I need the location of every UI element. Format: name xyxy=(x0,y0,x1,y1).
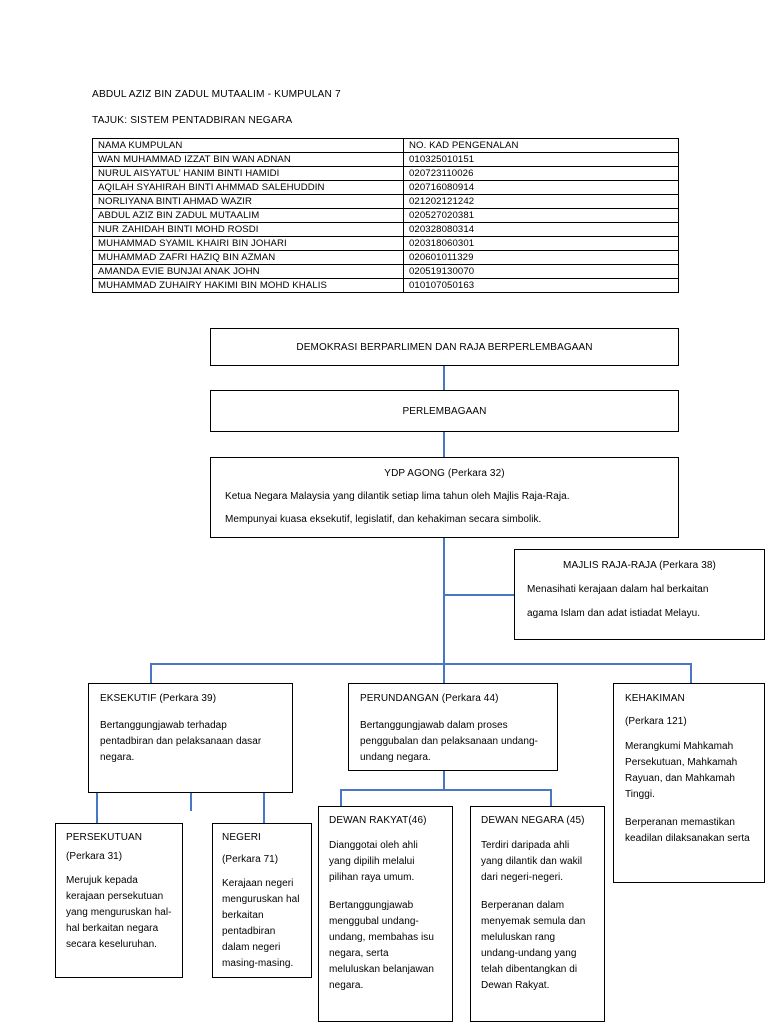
node-ydp-agong: YDP AGONG (Perkara 32) Ketua Negara Mala… xyxy=(210,457,679,538)
member-ic: 010325010151 xyxy=(403,152,679,167)
member-name: ABDUL AZIZ BIN ZADUL MUTAALIM xyxy=(92,208,404,223)
node-dewan-negara: DEWAN NEGARA (45) Terdiri daripada ahli … xyxy=(470,806,605,1022)
connector-eksekutif-down xyxy=(190,793,192,811)
node-perlembagaan: PERLEMBAGAAN xyxy=(210,390,679,432)
member-name: WAN MUHAMMAD IZZAT BIN WAN ADNAN xyxy=(92,152,404,167)
table-row: WAN MUHAMMAD IZZAT BIN WAN ADNAN 0103250… xyxy=(92,152,679,167)
node-eksekutif-body: Bertanggungjawab terhadap pentadbiran da… xyxy=(100,720,262,763)
connector-bus-to-negeri xyxy=(263,791,265,823)
node-eksekutif-title: EKSEKUTIF (Perkara 39) xyxy=(100,693,217,704)
connector-perundangan-bus xyxy=(340,789,551,791)
node-persekutuan-title: PERSEKUTUAN xyxy=(66,832,143,843)
table-header-name: NAMA KUMPULAN xyxy=(92,138,404,153)
table-row: NORLIYANA BINTI AHMAD WAZIR 021202121242 xyxy=(92,194,679,209)
node-ydp-agong-line2: Mempunyai kuasa eksekutif, legislatif, d… xyxy=(225,514,542,525)
table-row: MUHAMMAD SYAMIL KHAIRI BIN JOHARI 020318… xyxy=(92,236,679,251)
member-ic: 020328080314 xyxy=(403,222,679,237)
node-kehakiman-title: KEHAKIMAN xyxy=(625,693,685,704)
connector-bus-to-perundangan xyxy=(443,663,445,683)
connector-branch-bus xyxy=(150,663,691,665)
node-dewan-negara-title: DEWAN NEGARA (45) xyxy=(481,815,585,826)
member-ic: 020601011329 xyxy=(403,250,679,265)
connector-bus-to-kehakiman xyxy=(690,663,692,683)
member-name: AMANDA EVIE BUNJAI ANAK JOHN xyxy=(92,264,404,279)
node-dewan-rakyat-body2: Bertanggungjawab menggubal undang-undang… xyxy=(329,900,435,991)
node-dewan-rakyat-body1: Dianggotai oleh ahli yang dipilih melalu… xyxy=(329,840,418,883)
member-ic: 020723110026 xyxy=(403,166,679,181)
table-header-row: NAMA KUMPULAN NO. KAD PENGENALAN xyxy=(92,138,679,153)
node-persekutuan-body: Merujuk kepada kerajaan persekutuan yang… xyxy=(66,875,172,950)
node-majlis-raja-raja: MAJLIS RAJA-RAJA (Perkara 38) Menasihati… xyxy=(514,549,765,640)
member-ic: 020716080914 xyxy=(403,180,679,195)
author-heading: ABDUL AZIZ BIN ZADUL MUTAALIM - KUMPULAN… xyxy=(92,89,341,100)
table-row: ABDUL AZIZ BIN ZADUL MUTAALIM 0205270203… xyxy=(92,208,679,223)
member-ic: 020519130070 xyxy=(403,264,679,279)
node-eksekutif: EKSEKUTIF (Perkara 39) Bertanggungjawab … xyxy=(88,683,293,793)
members-table: NAMA KUMPULAN NO. KAD PENGENALAN WAN MUH… xyxy=(92,138,679,293)
node-dewan-negara-body1: Terdiri daripada ahli yang dilantik dan … xyxy=(481,840,583,883)
node-dewan-rakyat-title: DEWAN RAKYAT(46) xyxy=(329,815,427,826)
node-negeri-body: Kerajaan negeri menguruskan hal berkaita… xyxy=(222,878,300,969)
node-ydp-agong-line1: Ketua Negara Malaysia yang dilantik seti… xyxy=(225,491,570,502)
connector-ydpagong-down xyxy=(443,538,445,663)
node-perlembagaan-title: PERLEMBAGAAN xyxy=(402,405,487,417)
node-kehakiman-body1: Merangkumi Mahkamah Persekutuan, Mahkama… xyxy=(625,741,738,800)
node-kehakiman-body2: Berperanan memastikan keadilan dilaksana… xyxy=(625,817,750,844)
table-row: NURUL AISYATUL’ HANIM BINTI HAMIDI 02072… xyxy=(92,166,679,181)
connector-perundangan-down xyxy=(443,771,445,789)
member-name: AQILAH SYAHIRAH BINTI AHMMAD SALEHUDDIN xyxy=(92,180,404,195)
node-negeri: NEGERI (Perkara 71) Kerajaan negeri meng… xyxy=(212,823,312,978)
connector-bus-to-dewanrakyat xyxy=(340,789,342,806)
connector-bus-to-eksekutif xyxy=(150,663,152,683)
node-dewan-rakyat: DEWAN RAKYAT(46) Dianggotai oleh ahli ya… xyxy=(318,806,453,1022)
node-majlis-raja-raja-title: MAJLIS RAJA-RAJA (Perkara 38) xyxy=(563,560,716,571)
connector-bus-to-persekutuan xyxy=(96,791,98,823)
table-row: AMANDA EVIE BUNJAI ANAK JOHN 02051913007… xyxy=(92,264,679,279)
member-ic: 020318060301 xyxy=(403,236,679,251)
node-demokrasi: DEMOKRASI BERPARLIMEN DAN RAJA BERPERLEM… xyxy=(210,328,679,366)
member-ic: 010107050163 xyxy=(403,278,679,293)
member-ic: 020527020381 xyxy=(403,208,679,223)
node-majlis-raja-raja-line2: agama Islam dan adat istiadat Melayu. xyxy=(527,608,701,619)
node-persekutuan-article: (Perkara 31) xyxy=(66,851,123,862)
member-name: NURUL AISYATUL’ HANIM BINTI HAMIDI xyxy=(92,166,404,181)
connector-perlembagaan-ydpagong xyxy=(443,432,445,457)
node-persekutuan: PERSEKUTUAN (Perkara 31) Merujuk kepada … xyxy=(55,823,183,978)
member-name: MUHAMMAD ZAFRI HAZIQ BIN AZMAN xyxy=(92,250,404,265)
table-row: MUHAMMAD ZUHAIRY HAKIMI BIN MOHD KHALIS … xyxy=(92,278,679,293)
node-negeri-title: NEGERI xyxy=(222,832,261,843)
member-name: MUHAMMAD SYAMIL KHAIRI BIN JOHARI xyxy=(92,236,404,251)
node-ydp-agong-title: YDP AGONG (Perkara 32) xyxy=(384,468,505,479)
node-dewan-negara-body2: Berperanan dalam menyemak semula dan mel… xyxy=(481,900,586,991)
member-ic: 021202121242 xyxy=(403,194,679,209)
member-name: NUR ZAHIDAH BINTI MOHD ROSDI xyxy=(92,222,404,237)
node-kehakiman: KEHAKIMAN (Perkara 121) Merangkumi Mahka… xyxy=(613,683,765,883)
topic-heading: TAJUK: SISTEM PENTADBIRAN NEGARA xyxy=(92,115,293,126)
node-perundangan-title: PERUNDANGAN (Perkara 44) xyxy=(360,693,499,704)
node-negeri-article: (Perkara 71) xyxy=(222,854,279,865)
connector-demokrasi-perlembagaan xyxy=(443,366,445,390)
connector-bus-to-dewannegara xyxy=(550,789,552,806)
table-row: MUHAMMAD ZAFRI HAZIQ BIN AZMAN 020601011… xyxy=(92,250,679,265)
member-name: NORLIYANA BINTI AHMAD WAZIR xyxy=(92,194,404,209)
node-majlis-raja-raja-line1: Menasihati kerajaan dalam hal berkaitan xyxy=(527,584,709,595)
member-name: MUHAMMAD ZUHAIRY HAKIMI BIN MOHD KHALIS xyxy=(92,278,404,293)
table-row: NUR ZAHIDAH BINTI MOHD ROSDI 02032808031… xyxy=(92,222,679,237)
node-perundangan-body: Bertanggungjawab dalam proses penggubala… xyxy=(360,720,539,763)
node-kehakiman-article: (Perkara 121) xyxy=(625,716,687,727)
node-perundangan: PERUNDANGAN (Perkara 44) Bertanggungjawa… xyxy=(348,683,558,771)
node-demokrasi-title: DEMOKRASI BERPARLIMEN DAN RAJA BERPERLEM… xyxy=(296,341,593,353)
table-header-ic: NO. KAD PENGENALAN xyxy=(403,138,679,153)
table-row: AQILAH SYAHIRAH BINTI AHMMAD SALEHUDDIN … xyxy=(92,180,679,195)
connector-ydpagong-majlis xyxy=(443,594,515,596)
